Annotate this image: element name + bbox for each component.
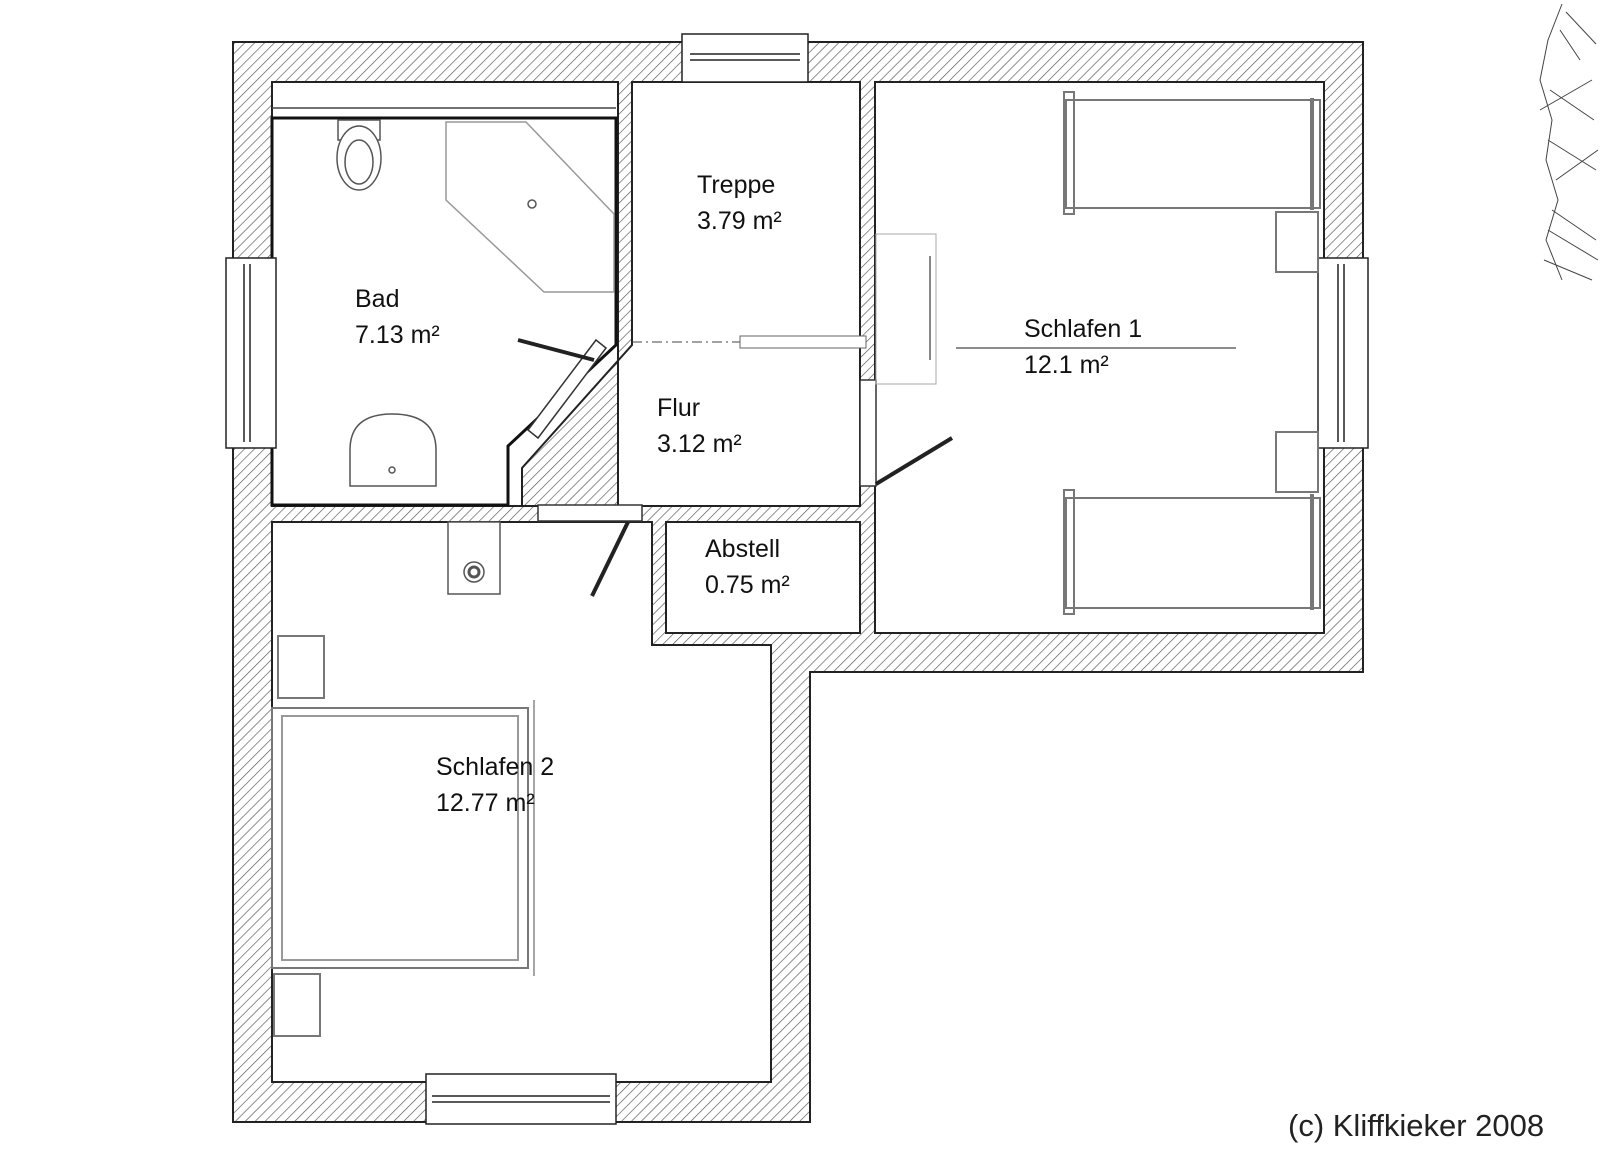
room-name-abstell: Abstell bbox=[705, 535, 780, 563]
room-name-treppe: Treppe bbox=[697, 171, 775, 199]
room-area-schlafen1: 12.1 m² bbox=[1024, 351, 1109, 379]
door-frame-schlafen2 bbox=[537, 504, 643, 522]
door-frame-bad bbox=[526, 338, 608, 440]
bed-icon bbox=[1063, 91, 1321, 215]
room-labels: Bad 7.13 m² Treppe 3.79 m² Flur 3.12 m² … bbox=[355, 171, 1142, 817]
room-area-flur: 3.12 m² bbox=[657, 430, 742, 458]
window-right bbox=[1317, 257, 1369, 449]
desk bbox=[875, 233, 937, 385]
schlafen1-furniture bbox=[875, 91, 1321, 615]
toilet-icon bbox=[336, 119, 382, 191]
room-area-schlafen2: 12.77 m² bbox=[436, 789, 535, 817]
plant-icon bbox=[1539, 3, 1599, 281]
room-area-treppe: 3.79 m² bbox=[697, 207, 782, 235]
bed-icon bbox=[271, 700, 535, 976]
room-name-bad: Bad bbox=[355, 285, 399, 313]
room-area-bad: 7.13 m² bbox=[355, 321, 440, 349]
room-name-schlafen1: Schlafen 1 bbox=[1024, 315, 1142, 343]
window-bottom bbox=[425, 1073, 617, 1125]
door-frame-schlafen1 bbox=[859, 379, 877, 487]
copyright-notice: (c) Kliffkieker 2008 bbox=[1288, 1108, 1544, 1143]
schlafen2-furniture bbox=[271, 635, 535, 1037]
doors bbox=[517, 335, 954, 597]
nightstand-icon bbox=[277, 635, 325, 699]
room-name-schlafen2: Schlafen 2 bbox=[436, 753, 554, 781]
chimney-icon bbox=[447, 521, 501, 595]
nightstand-icon bbox=[1275, 431, 1319, 493]
nightstand-icon bbox=[1275, 211, 1319, 273]
room-area-abstell: 0.75 m² bbox=[705, 571, 790, 599]
shower-icon bbox=[445, 121, 615, 293]
window-top bbox=[681, 33, 809, 83]
bathroom-fixtures bbox=[336, 119, 615, 595]
bathroom-walls bbox=[270, 107, 618, 507]
nightstand-icon bbox=[273, 973, 321, 1037]
room-name-flur: Flur bbox=[657, 394, 700, 422]
windows bbox=[225, 33, 1369, 1125]
window-left bbox=[225, 257, 277, 449]
bed-icon bbox=[1063, 489, 1321, 615]
sink-icon bbox=[349, 413, 437, 487]
